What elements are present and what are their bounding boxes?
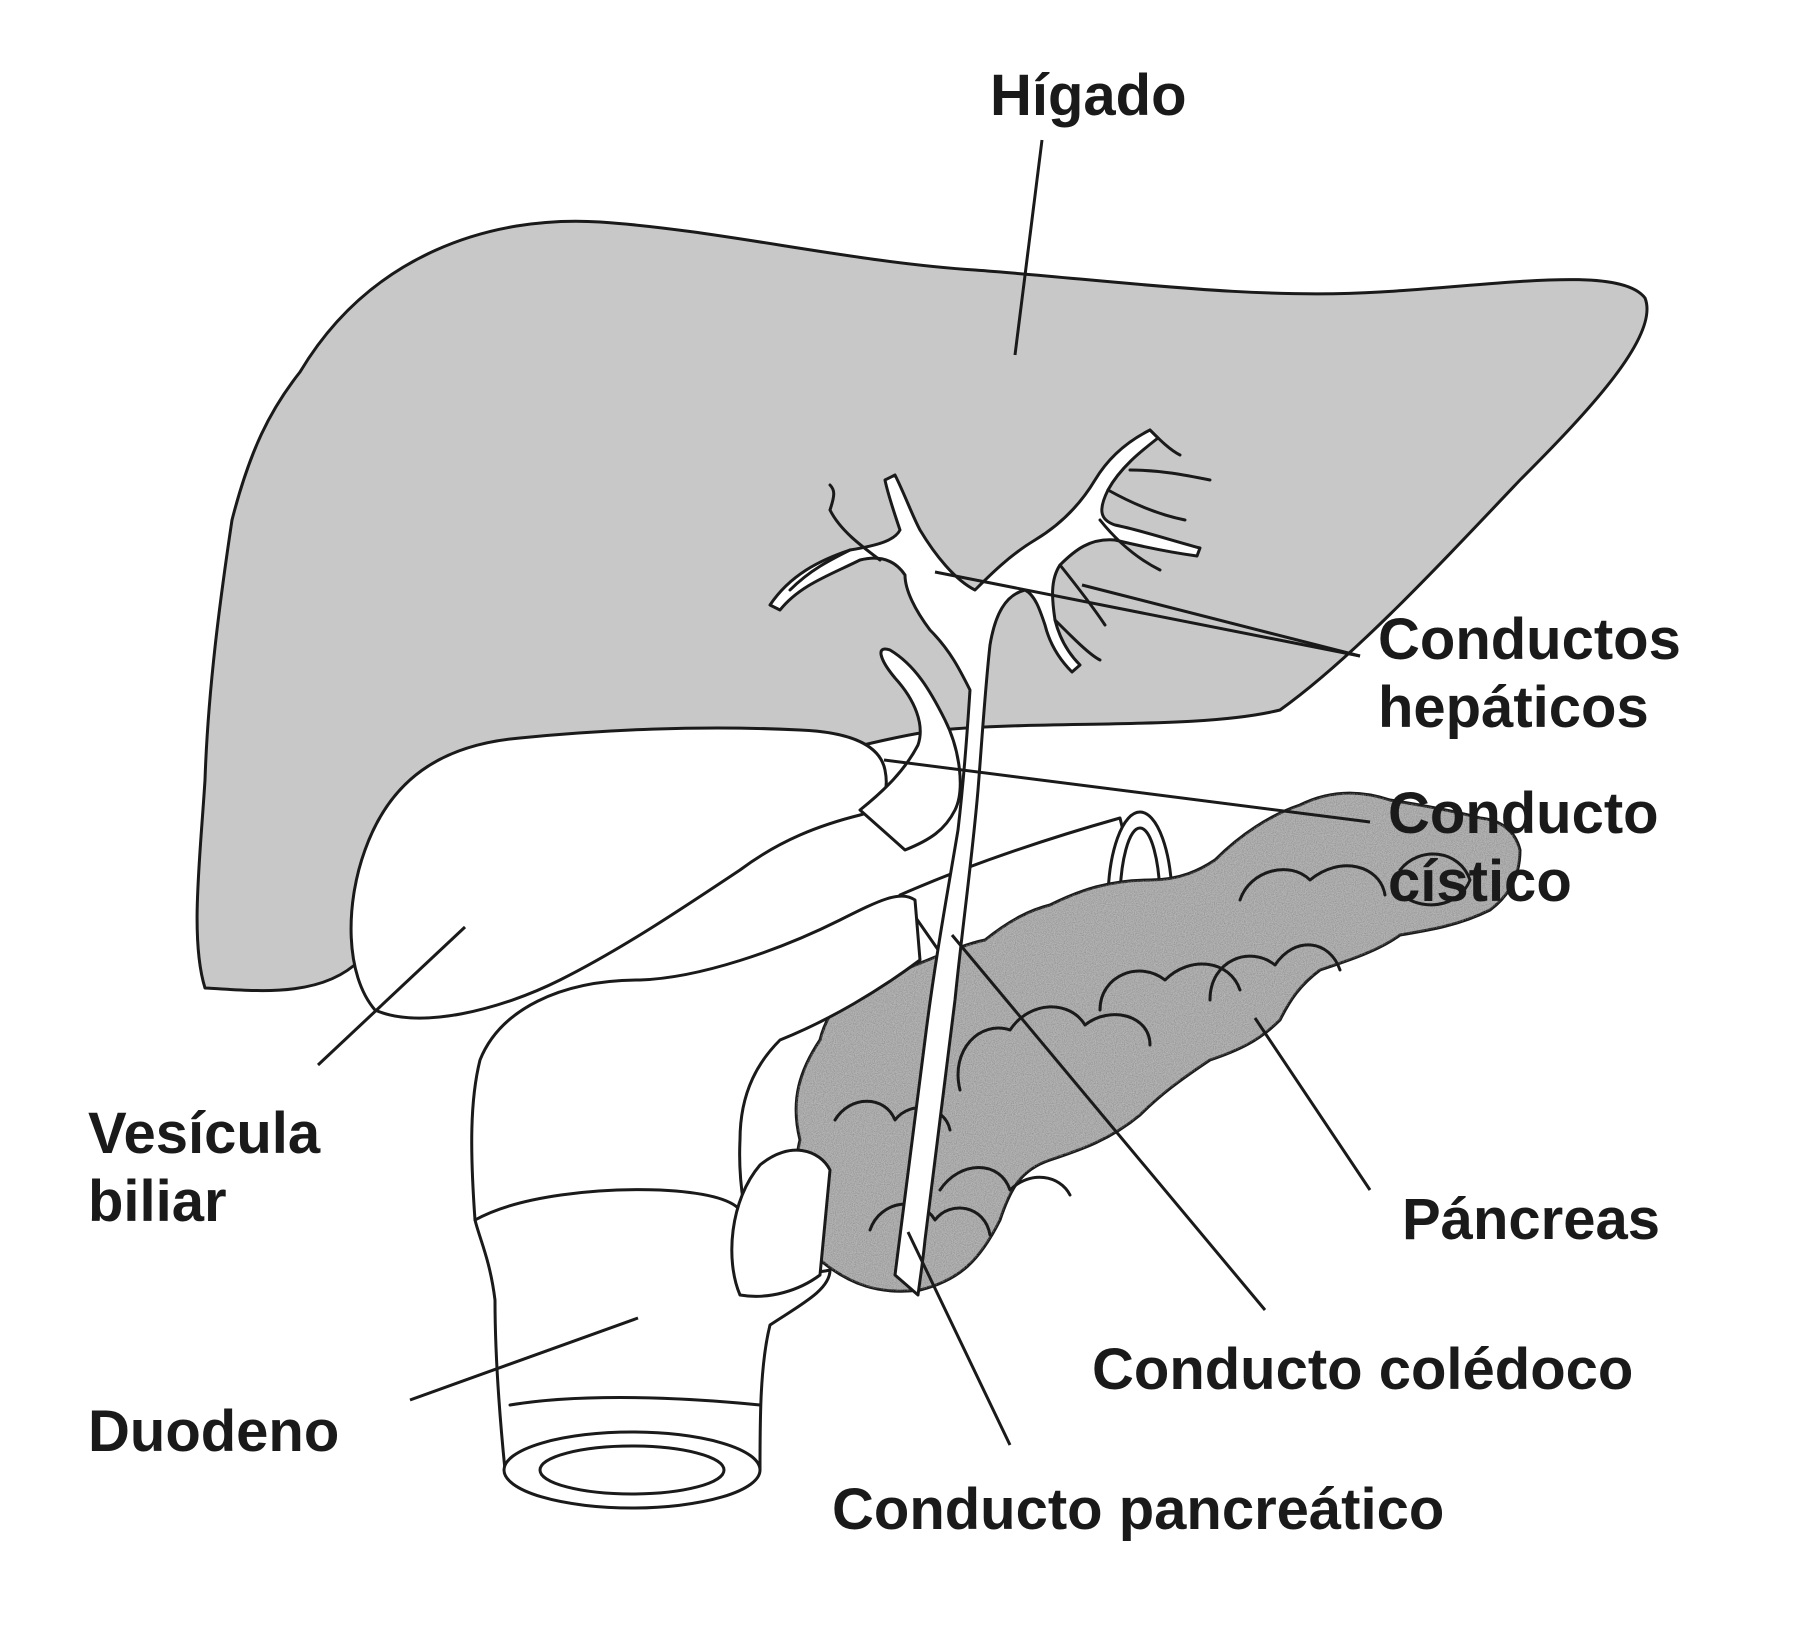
duodenum-lumen-inner bbox=[538, 1444, 726, 1496]
gallbladder bbox=[349, 726, 888, 1020]
label-conducto-cistico-line2: cístico bbox=[1388, 849, 1572, 914]
label-vesicula-biliar-line2: biliar bbox=[88, 1169, 227, 1234]
label-conductos-hepaticos-line2: hepáticos bbox=[1378, 675, 1649, 740]
leader-coledoco bbox=[950, 934, 1267, 1311]
label-higado: Hígado bbox=[990, 63, 1187, 128]
label-vesicula-biliar-line1: Vesícula bbox=[88, 1101, 321, 1166]
label-vesicula-biliar: Vesícula biliar bbox=[88, 1100, 320, 1236]
duodenum-band-upper bbox=[473, 1188, 742, 1222]
label-conducto-cistico-line1: Conducto bbox=[1388, 781, 1659, 846]
label-duodeno: Duodeno bbox=[88, 1399, 340, 1464]
leader-cistico bbox=[883, 758, 1371, 824]
leader-duodeno bbox=[409, 1316, 639, 1402]
leader-pancreas bbox=[1253, 1017, 1372, 1191]
leader-vesicula bbox=[316, 925, 467, 1067]
pancreas bbox=[794, 791, 1522, 1293]
cystic-duct bbox=[858, 647, 962, 852]
papilla bbox=[730, 1148, 832, 1298]
label-conducto-coledoco: Conducto colédoco bbox=[1092, 1337, 1634, 1402]
label-conducto-pancreatico: Conducto pancreático bbox=[832, 1477, 1445, 1542]
bile-duct-tree bbox=[768, 428, 1212, 1297]
leader-hepaticos-left bbox=[934, 570, 1361, 658]
duodenum-band-lower bbox=[508, 1396, 762, 1407]
label-pancreas: Páncreas bbox=[1402, 1187, 1660, 1252]
label-conductos-hepaticos: Conductos hepáticos bbox=[1378, 606, 1681, 742]
leader-higado bbox=[1013, 139, 1044, 356]
label-conducto-cistico: Conducto cístico bbox=[1388, 780, 1659, 916]
leader-hepaticos-right bbox=[1081, 583, 1361, 658]
label-conductos-hepaticos-line1: Conductos bbox=[1378, 607, 1681, 672]
leader-pancreatico bbox=[906, 1231, 1012, 1446]
